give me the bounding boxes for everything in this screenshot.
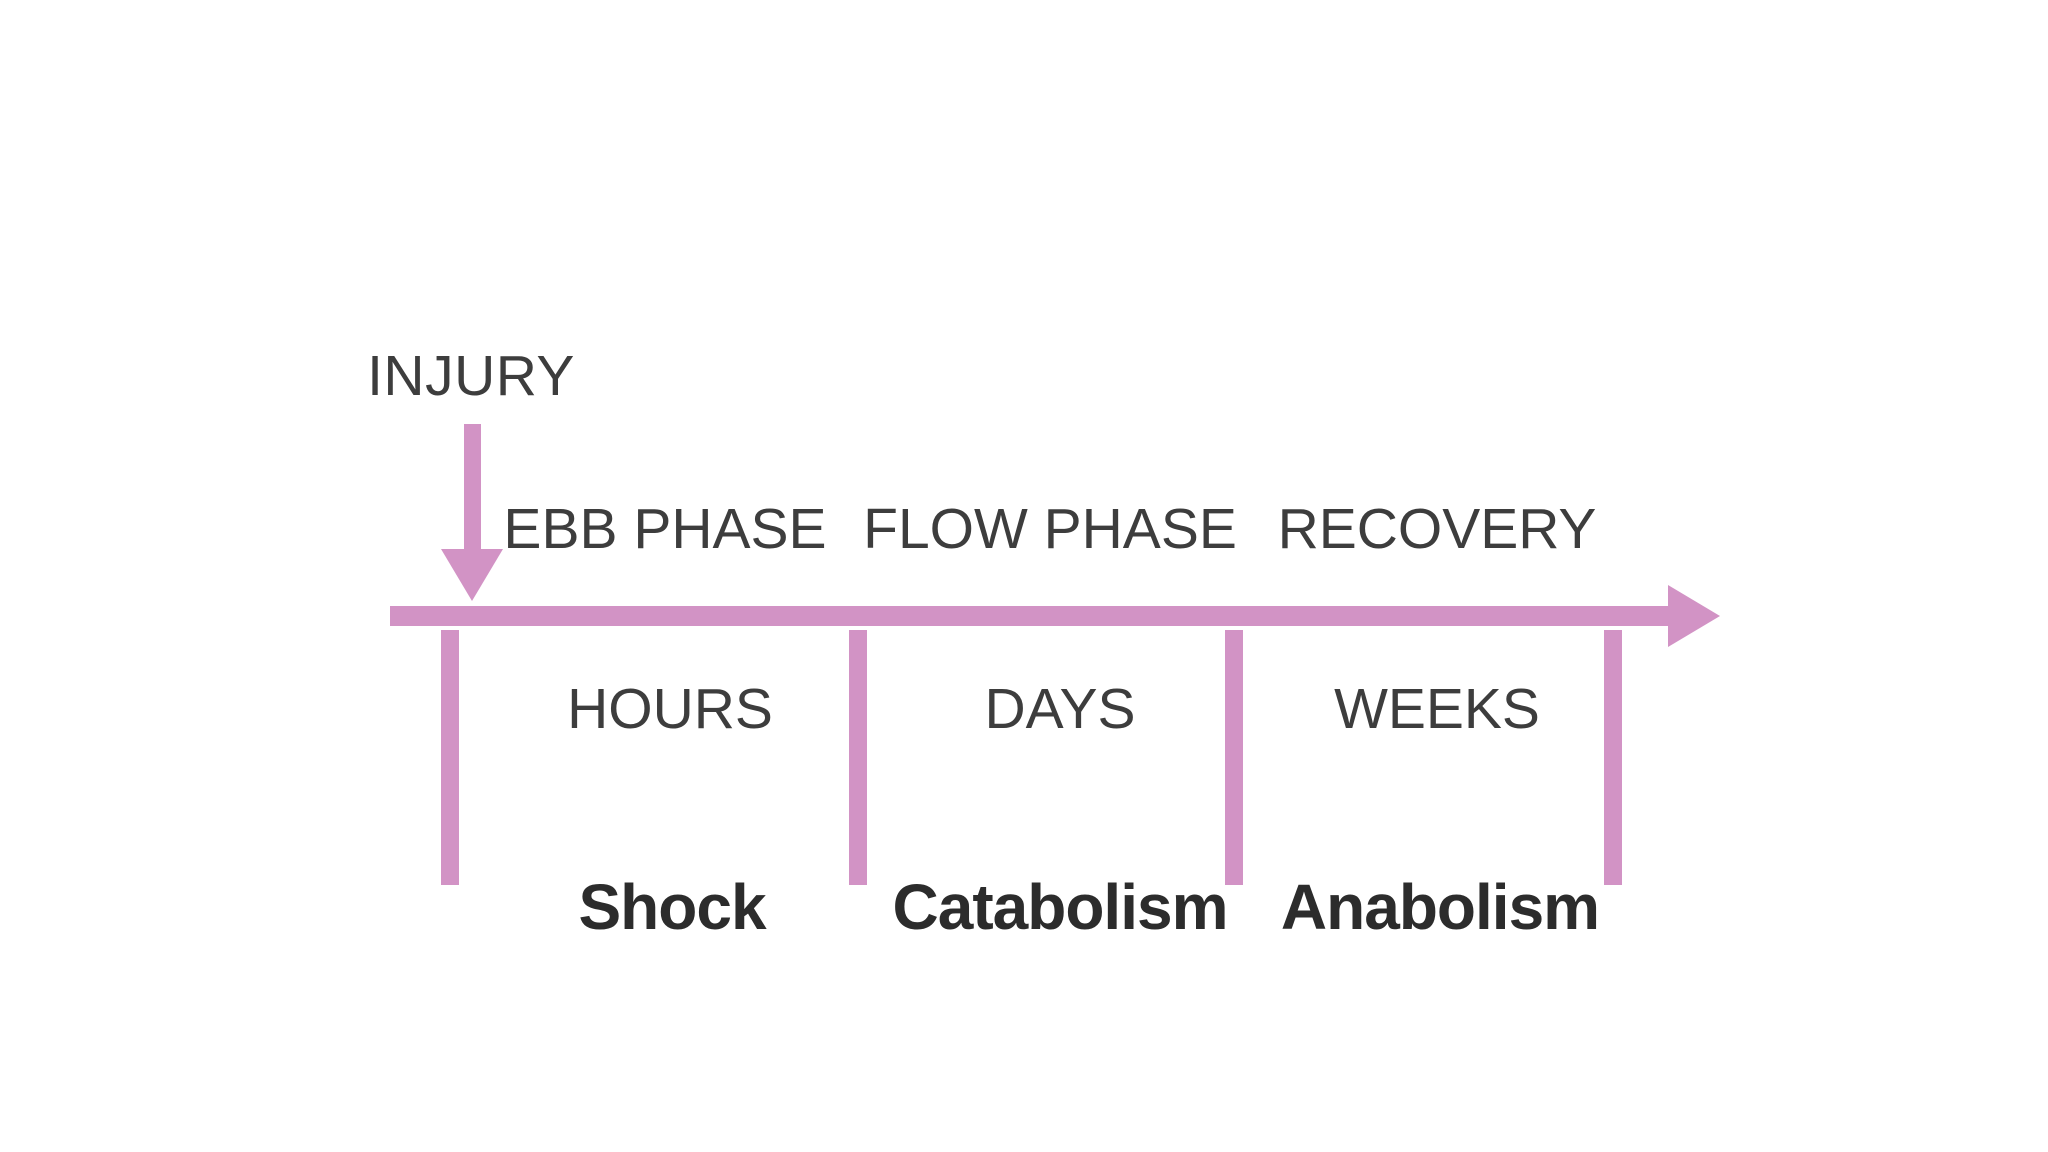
- phase-label-flow: FLOW PHASE: [863, 497, 1237, 561]
- timescale-label-weeks: WEEKS: [1334, 677, 1540, 741]
- process-label-anabolism: Anabolism: [1280, 871, 1600, 943]
- timescale-label-hours: HOURS: [567, 677, 773, 741]
- timescale-label-days: DAYS: [984, 677, 1136, 741]
- down-arrow-shaft: [464, 424, 481, 551]
- tick-ebb-flow: [849, 630, 867, 885]
- phase-label-ebb: EBB PHASE: [503, 497, 827, 561]
- injury-event-label: INJURY: [367, 344, 575, 408]
- tick-flow-recovery: [1225, 630, 1243, 885]
- process-label-catabolism: Catabolism: [892, 871, 1229, 943]
- down-arrow-head: [441, 549, 503, 601]
- tick-recovery-end: [1604, 630, 1622, 885]
- tick-injury-start: [441, 630, 459, 885]
- timeline-axis-bar: [390, 606, 1668, 626]
- phase-label-recovery: RECOVERY: [1277, 497, 1597, 561]
- process-label-shock: Shock: [578, 871, 766, 943]
- right-arrow-head: [1668, 585, 1720, 647]
